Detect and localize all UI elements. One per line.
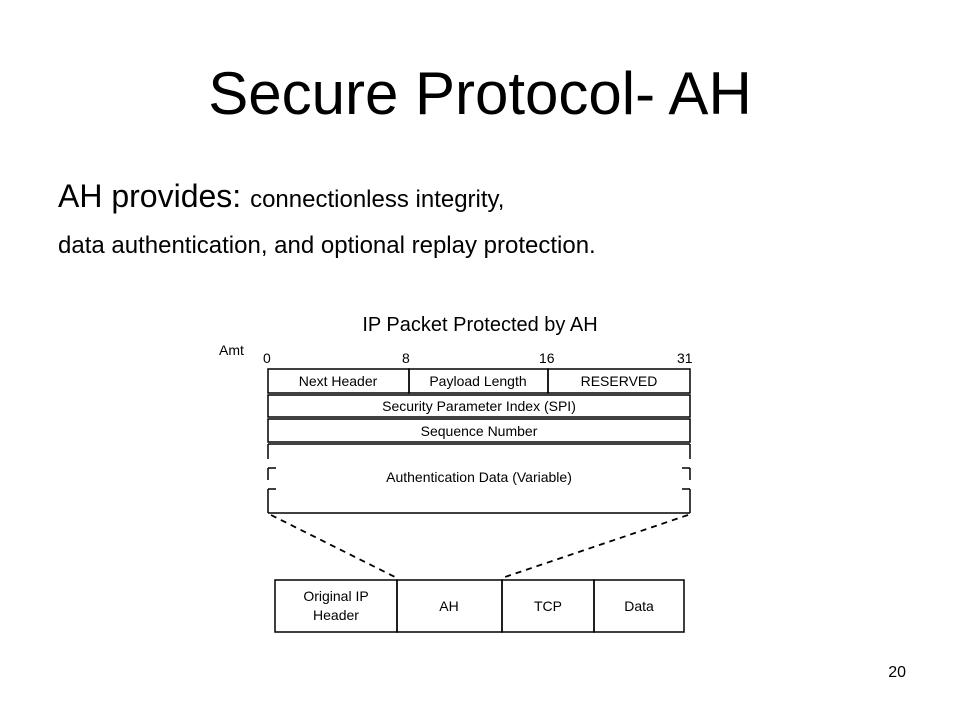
bit-label-31: 31 [677, 350, 693, 366]
intro-line-1: AH provides: connectionless integrity, [58, 176, 504, 220]
slide-title: Secure Protocol- AH [208, 60, 752, 127]
intro-lead: AH provides: [58, 178, 251, 214]
bit-label-0: 0 [263, 350, 271, 366]
figure-caption: IP Packet Protected by AH [362, 314, 598, 336]
auth-data-left-ticks [268, 467, 276, 490]
intro-line-2: data authentication, and optional replay… [58, 232, 596, 259]
page-number: 20 [888, 664, 906, 681]
original-ip-label-line1: Original IP [303, 588, 368, 604]
intro-rest: connectionless integrity, [250, 186, 505, 213]
next-header-label: Next Header [299, 373, 378, 389]
reserved-cell [547, 368, 691, 394]
spi-label: Security Parameter Index (SPI) [382, 398, 576, 414]
data-cell [593, 579, 685, 633]
data-label: Data [624, 598, 654, 614]
figure-background [218, 338, 704, 635]
spi-cell [267, 394, 691, 418]
tcp-label: TCP [534, 598, 562, 614]
original-ip-label-line2: Header [313, 607, 359, 623]
bit-label-16: 16 [539, 350, 555, 366]
auth-data-label: Authentication Data (Variable) [386, 469, 572, 485]
amt-label: Amt [219, 342, 244, 358]
payload-length-label: Payload Length [429, 373, 526, 389]
reserved-label: RESERVED [581, 373, 658, 389]
expansion-line-left [270, 514, 398, 579]
ah-label: AH [439, 598, 458, 614]
auth-data-right-ticks [682, 467, 690, 490]
sequence-number-label: Sequence Number [421, 423, 538, 439]
sequence-number-cell [267, 418, 691, 443]
figure-caption-row: IP Packet Protected by AH [0, 311, 960, 339]
bit-label-8: 8 [402, 350, 410, 366]
